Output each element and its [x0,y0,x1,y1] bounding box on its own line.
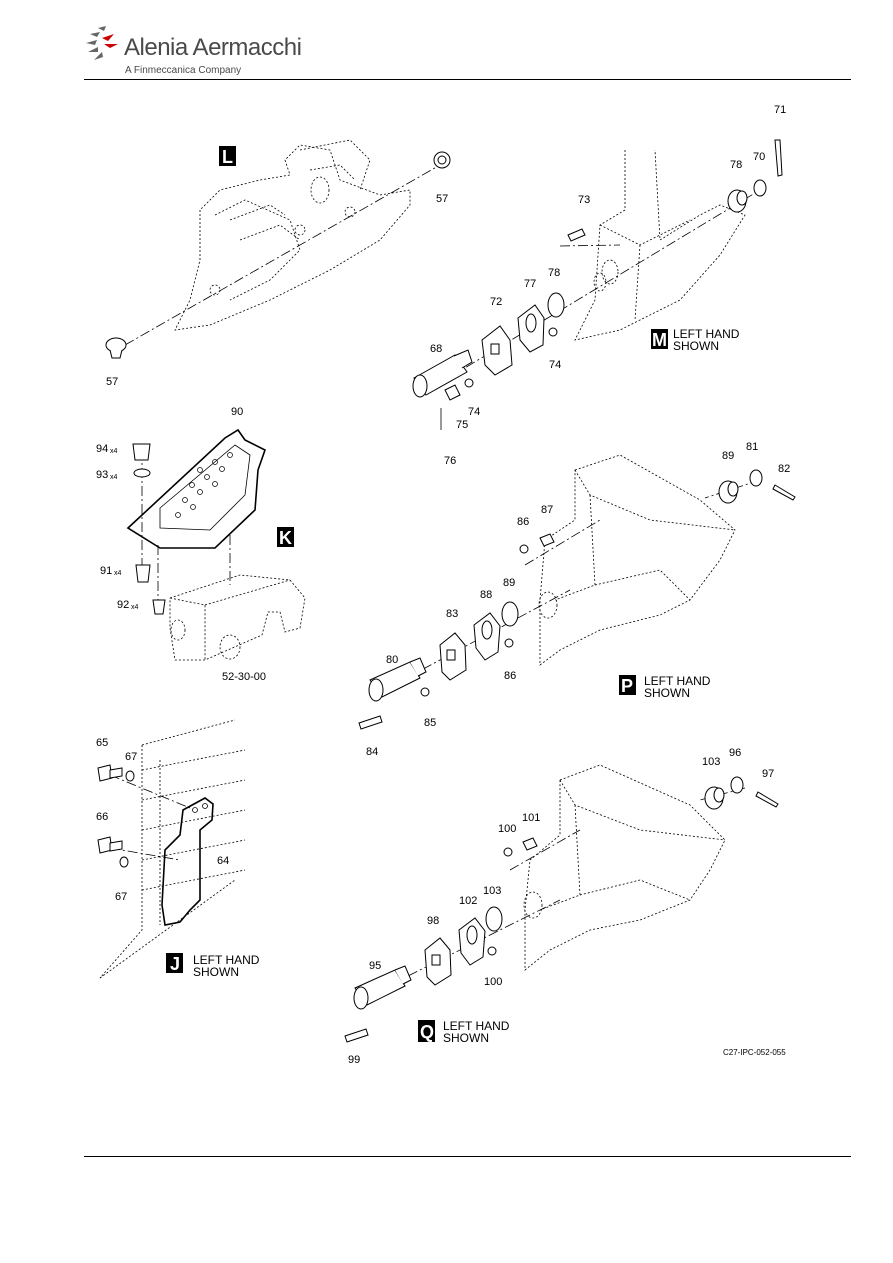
view-letter-box-q [418,1020,435,1042]
callout-92-qty: x4 [131,604,139,611]
view-p-drawing [358,454,796,730]
view-q-caption-line1: LEFT HAND [443,1019,510,1033]
callout-71: 71 [774,104,786,116]
view-letter-box-j [166,953,183,973]
view-m-caption-line2: SHOWN [673,339,719,353]
callout-75: 75 [456,419,468,431]
callout-103: 103 [702,756,720,768]
callout-65: 65 [96,737,108,749]
view-k-drawing [126,428,306,661]
view-q-caption-line2: SHOWN [443,1031,489,1045]
callout-94: 94 [96,443,108,455]
view-j-caption-line2: SHOWN [193,965,239,979]
callout-103: 103 [483,885,501,897]
view-l-drawing [105,139,451,359]
view-p-caption-line1: LEFT HAND [644,674,711,688]
callout-91-qty: x4 [114,570,122,577]
callout-57: 57 [436,193,448,205]
callout-92: 92 [117,599,129,611]
callout-95: 95 [369,960,381,972]
callout-57: 57 [106,376,118,388]
callout-74: 74 [468,406,480,418]
page-header: Alenia Aermacchi A Finmeccanica Company [0,0,893,90]
view-letter-box-k [277,527,294,547]
callout-78: 78 [548,267,560,279]
callout-74: 74 [549,359,561,371]
callout-84: 84 [366,746,378,758]
callout-66: 66 [96,811,108,823]
callout-102: 102 [459,895,477,907]
callout-91: 91 [100,565,112,577]
view-m-caption-line1: LEFT HAND [673,327,740,341]
callout-70: 70 [753,151,765,163]
callout-87: 87 [541,504,553,516]
view-j-drawing [97,719,246,979]
callout-96: 96 [729,747,741,759]
callout-72: 72 [490,296,502,308]
header-divider [84,79,851,80]
callout-83: 83 [446,608,458,620]
view-letter-m: M [652,330,667,350]
callout-89: 89 [722,450,734,462]
callout-98: 98 [427,915,439,927]
view-letter-j: J [170,954,180,974]
callout-67: 67 [125,751,137,763]
view-q-drawing [344,764,779,1043]
callout-94-qty: x4 [110,448,118,455]
figure-reference-code: C27-IPC-052-055 [723,1048,786,1057]
callout-89: 89 [503,577,515,589]
view-m-drawing [412,139,783,430]
view-letter-l: L [222,147,233,167]
brand-subtitle: A Finmeccanica Company [125,65,242,76]
callout-76: 76 [444,455,456,467]
callout-67: 67 [115,891,127,903]
callout-80: 80 [386,654,398,666]
callout-77: 77 [524,278,536,290]
callout-90: 90 [231,406,243,418]
view-letter-k: K [279,528,292,548]
callout-68: 68 [430,343,442,355]
callout-73: 73 [578,194,590,206]
brand-name: Alenia Aermacchi [124,34,302,61]
callout-64: 64 [217,855,229,867]
callout-86: 86 [504,670,516,682]
view-letter-box-m [651,329,668,349]
view-j-caption-line1: LEFT HAND [193,953,260,967]
callout-100: 100 [484,976,502,988]
callout-88: 88 [480,589,492,601]
view-letter-p: P [621,676,633,696]
callout-86: 86 [517,516,529,528]
callout-78: 78 [730,159,742,171]
callout-81: 81 [746,441,758,453]
callout-82: 82 [778,463,790,475]
callout-93-qty: x4 [110,474,118,481]
callout-101: 101 [522,812,540,824]
callout-85: 85 [424,717,436,729]
view-letter-box-p [619,675,636,695]
callout-52-30-00: 52-30-00 [222,671,266,683]
callout-97: 97 [762,768,774,780]
callout-93: 93 [96,469,108,481]
callout-100: 100 [498,823,516,835]
alenia-aermacchi-logo-icon [86,26,118,60]
view-p-caption-line2: SHOWN [644,686,690,700]
callout-99: 99 [348,1054,360,1066]
view-letter-box-l [219,146,236,166]
footer-divider [84,1156,851,1157]
view-letter-q: Q [420,1022,434,1042]
